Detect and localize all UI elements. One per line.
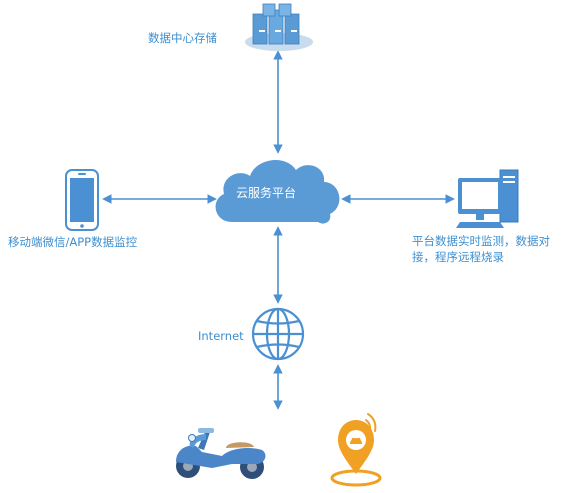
cloud-icon xyxy=(215,159,340,224)
internet-label: Internet xyxy=(198,329,244,343)
desktop-computer-icon xyxy=(456,169,519,228)
datacenter-label: 数据中心存储 xyxy=(148,31,217,45)
electric-scooter-icon xyxy=(176,428,266,479)
gps-location-pin-icon xyxy=(330,413,382,487)
smartphone-icon xyxy=(65,169,99,231)
globe-icon xyxy=(251,307,305,361)
platform-label: 平台数据实时监测，数据对接，程序远程烧录 xyxy=(412,234,550,264)
mobile-label: 移动端微信/APP数据监控 xyxy=(8,235,138,249)
server-cluster-icon xyxy=(245,3,313,51)
cloud-label: 云服务平台 xyxy=(236,186,297,200)
